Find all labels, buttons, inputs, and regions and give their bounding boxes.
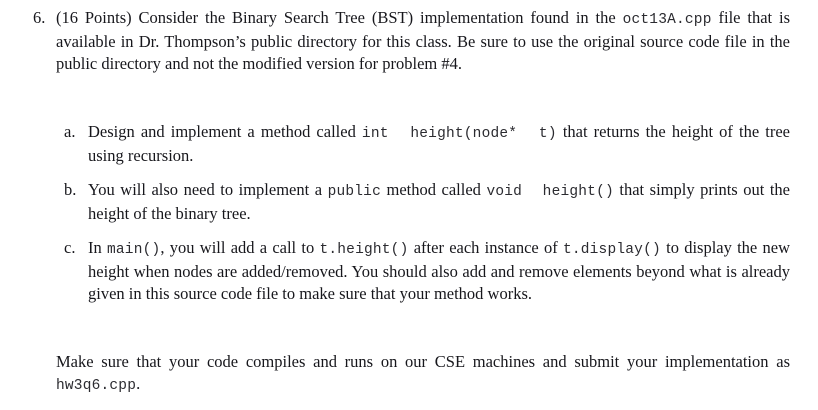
problem-number: 6. xyxy=(33,8,46,27)
code-int-height-node-t: int height(node* t) xyxy=(361,126,557,142)
code-hw3q6-cpp: hw3q6.cpp xyxy=(56,378,137,394)
sub-item-c-part1: In xyxy=(88,238,107,257)
sub-item-b-part3: that simply prints out the height of the… xyxy=(88,180,790,223)
sub-item-c-text: In main(), you will add a call to t.heig… xyxy=(88,237,790,305)
sub-item-c: c. In main(), you will add a call to t.h… xyxy=(0,237,818,305)
sub-item-a-text: Design and implement a method called int… xyxy=(88,121,790,167)
code-t-height: t.height() xyxy=(319,242,409,258)
sub-item-c-part2: , you will add a call to xyxy=(160,238,320,257)
sub-item-c-part4: to display the new height when nodes are… xyxy=(88,238,790,303)
sub-item-a-marker: a. xyxy=(64,122,76,141)
sub-item-a-part1: Design and implement a method called xyxy=(88,122,362,141)
sub-item-c-marker: c. xyxy=(64,238,76,257)
closing-part1: Make sure that your code compiles and ru… xyxy=(56,352,790,371)
problem-text-part1: (16 Points) Consider the Binary Search T… xyxy=(56,8,623,27)
closing-text: Make sure that your code compiles and ru… xyxy=(56,351,790,397)
closing-part2: . xyxy=(136,374,141,393)
sub-item-c-part3: after each instance of xyxy=(408,238,563,257)
code-oct13a-cpp: oct13A.cpp xyxy=(622,12,712,28)
sub-item-a: a. Design and implement a method called … xyxy=(0,121,818,167)
sub-item-b-part1: You will also need to implement a xyxy=(88,180,328,199)
code-public: public xyxy=(327,184,381,200)
problem-text: (16 Points) Consider the Binary Search T… xyxy=(56,7,790,75)
sub-item-b-text: You will also need to implement a public… xyxy=(88,179,790,225)
code-void-height: void height() xyxy=(486,184,614,200)
sub-item-b-marker: b. xyxy=(64,180,77,199)
problem-block: 6. (16 Points) Consider the Binary Searc… xyxy=(0,7,818,75)
closing-block: Make sure that your code compiles and ru… xyxy=(0,351,818,397)
sub-item-list: a. Design and implement a method called … xyxy=(0,121,818,305)
sub-item-b-part2: method called xyxy=(380,180,487,199)
code-main: main() xyxy=(107,242,161,258)
sub-item-b: b. You will also need to implement a pub… xyxy=(0,179,818,225)
problem-text-part2: file that is available in Dr. Thompson’s… xyxy=(56,8,791,73)
sub-item-a-part2: that returns the height of the tree usin… xyxy=(88,122,790,165)
code-t-display: t.display() xyxy=(562,242,661,258)
